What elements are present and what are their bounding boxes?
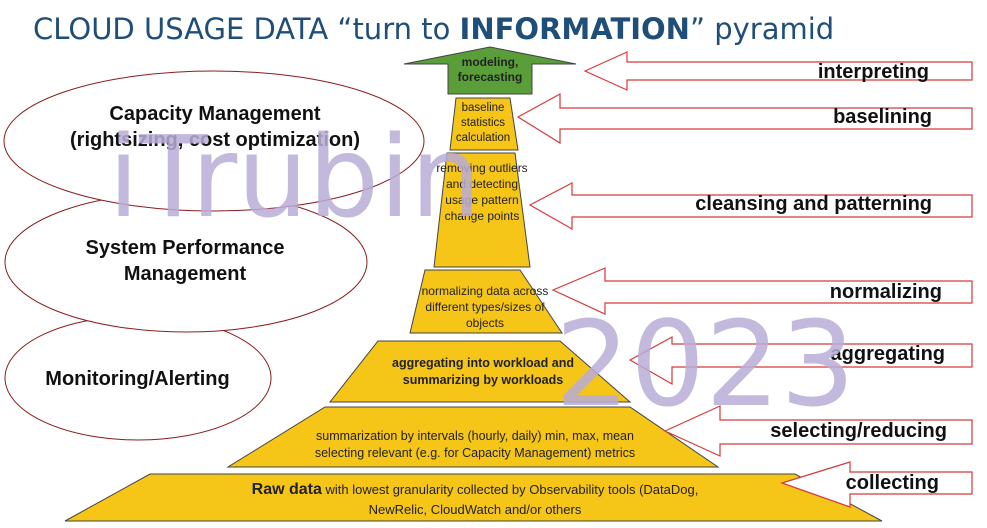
level-aggregating-shape — [328, 340, 632, 403]
level-normalizing-label: normalizing data across different types/… — [421, 284, 549, 330]
arrow-label-selecting: selecting/reducing — [770, 420, 947, 442]
arrow-baselining-shape — [516, 92, 973, 145]
level-summarization-label-2: selecting relevant (e.g. for Capacity Ma… — [314, 446, 636, 460]
title-text-emphasis: INFORMATION — [459, 12, 690, 46]
level-baseline-shape — [449, 97, 519, 151]
level-top-label: modeling, forecasting — [457, 55, 523, 84]
page-title: CLOUD USAGE DATA “turn to INFORMATION” p… — [33, 12, 834, 46]
arrow-normalizing-shape — [551, 267, 973, 315]
level-summarization-label-1: summarization by intervals (hourly, dail… — [316, 429, 634, 443]
level-outliers-label: removing outliers and detecting usage pa… — [436, 161, 528, 223]
title-text-end: ” pyramid — [689, 12, 835, 46]
level-summarization-shape — [226, 406, 720, 468]
level-baseline-label: baseline statistics calculation — [455, 102, 511, 144]
arrow-label-collecting: collecting — [845, 472, 939, 494]
ellipse-label-capacity: Capacity Management (rightsizing, cost o… — [70, 103, 360, 151]
ellipse-label-monitoring: Monitoring/Alerting — [45, 368, 230, 390]
raw-data-bold: Raw data — [251, 481, 322, 498]
arrow-label-interpreting: interpreting — [817, 61, 929, 83]
title-text-start: CLOUD USAGE DATA “turn to — [33, 12, 460, 46]
level-top-arrow-shape — [403, 46, 577, 95]
raw-data-rest: with lowest granularity collected by Obs… — [321, 482, 699, 497]
arrow-cleansing-shape — [528, 182, 973, 231]
level-outliers-shape — [433, 152, 531, 268]
ellipse-capacity — [3, 70, 425, 212]
level-raw-data-label-2: NewRelic, CloudWatch and/or others — [368, 502, 582, 517]
level-raw-data-shape — [64, 473, 883, 522]
arrow-selecting-shape — [663, 405, 973, 457]
arrow-label-cleansing: cleansing and patterning — [695, 193, 932, 215]
arrow-aggregating-shape — [628, 335, 973, 386]
level-normalizing-shape — [409, 269, 563, 334]
ellipse-label-system-performance: System Performance Management — [85, 237, 285, 285]
level-raw-data-label-1: Raw data with lowest granularity collect… — [110, 482, 840, 498]
level-aggregating-label: aggregating into workload and summarizin… — [392, 356, 574, 387]
arrow-label-baselining: baselining — [833, 106, 932, 128]
arrow-label-aggregating: aggregating — [830, 343, 945, 365]
arrow-collecting-shape — [780, 461, 973, 508]
arrow-label-normalizing: normalizing — [829, 281, 942, 303]
arrow-interpreting-shape — [583, 51, 973, 91]
